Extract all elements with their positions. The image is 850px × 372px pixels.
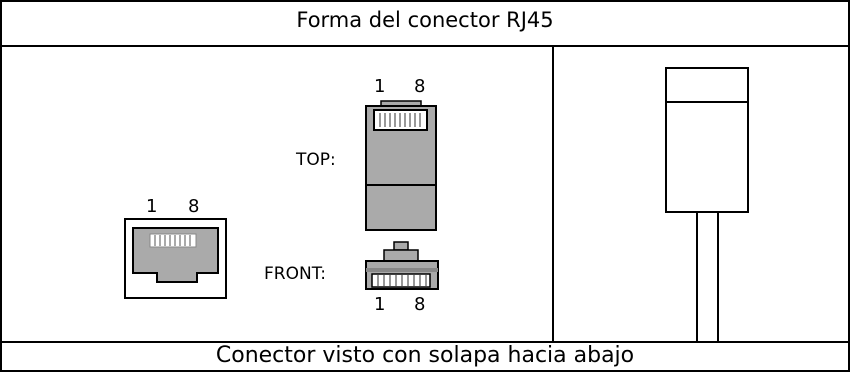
- plug-top-pin-1-label: 1: [374, 76, 386, 97]
- jack-icon: [124, 218, 227, 299]
- plug-front-icon: [365, 241, 439, 290]
- plug-top-label: TOP:: [296, 150, 336, 170]
- plug-front-pin-8-label: 8: [414, 294, 426, 315]
- jack-contacts: [149, 233, 197, 248]
- plug-side-icon: [665, 67, 749, 342]
- plug-front-pin-1-label: 1: [374, 294, 386, 315]
- plug-front-label: FRONT:: [264, 264, 326, 284]
- plug-top-pin-8-label: 8: [414, 76, 426, 97]
- jack-pin-8-label: 8: [188, 196, 200, 217]
- jack-pin-1-label: 1: [146, 196, 158, 217]
- table-caption: Conector visto con solapa hacia abajo: [215, 343, 635, 368]
- table-title: Forma del conector RJ45: [296, 8, 554, 32]
- plug-top-icon: [365, 100, 437, 231]
